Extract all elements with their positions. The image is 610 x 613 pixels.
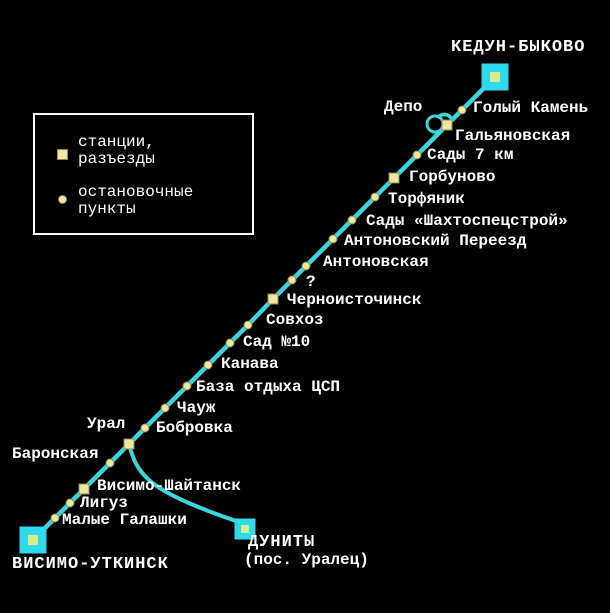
stop-dot-marker xyxy=(65,498,75,508)
terminal-marker-inner xyxy=(490,72,500,82)
station-label: Гальяновская xyxy=(455,127,571,145)
stop-dot-marker xyxy=(301,261,311,271)
terminal-marker-inner xyxy=(241,525,249,533)
legend-stations-label: станции, разъезды xyxy=(78,133,155,168)
stop-dot-marker xyxy=(243,320,253,330)
stop-dot-marker xyxy=(203,360,213,370)
station-square-marker xyxy=(388,172,400,184)
station-label: Антоновский Переезд xyxy=(344,232,527,250)
stop-dot-marker xyxy=(105,458,115,468)
stop-dot-marker xyxy=(328,234,338,244)
station-label: Сады «Шахтоспецстрой» xyxy=(366,212,568,230)
station-label: Висимо-Шайтанск xyxy=(97,477,242,495)
stop-dot-marker xyxy=(370,192,380,202)
station-square-marker xyxy=(78,483,90,495)
stop-dot-marker xyxy=(347,215,357,225)
legend-stops-label: остановочные пункты xyxy=(78,183,194,218)
station-label: Чауж xyxy=(177,399,216,417)
station-label: Баронская xyxy=(12,445,99,463)
station-label: Бобровка xyxy=(156,419,233,437)
station-label: Черноисточинск xyxy=(287,291,422,309)
station-label: Голый Камень xyxy=(473,99,589,117)
terminal-sublabel: (пос. Уралец) xyxy=(244,551,369,569)
terminal-marker-inner xyxy=(28,535,38,545)
branch-rail-line xyxy=(127,443,237,523)
station-label: Урал xyxy=(87,415,126,433)
stop-dot-marker xyxy=(457,105,467,115)
station-square-marker xyxy=(267,293,279,305)
stop-dot-marker xyxy=(225,338,235,348)
stop-dot-marker xyxy=(412,150,422,160)
terminal-label: ВИСИМО-УТКИНСК xyxy=(12,555,169,574)
station-label: База отдыха ЦСП xyxy=(196,378,341,396)
station-label: Совхоз xyxy=(266,311,324,329)
station-label: Горбуново xyxy=(409,168,496,186)
stop-dot-marker xyxy=(182,381,192,391)
stop-dot-marker xyxy=(50,513,60,523)
station-square-marker xyxy=(123,438,135,450)
station-label: Сады 7 км xyxy=(427,146,514,164)
legend: станции, разъезды остановочные пункты xyxy=(33,113,254,235)
station-label: Сад №10 xyxy=(243,333,311,351)
stop-dot-marker xyxy=(160,403,170,413)
station-label: Канава xyxy=(221,355,279,373)
station-label: Лигуз xyxy=(80,494,129,512)
station-label: Малые Галашки xyxy=(62,511,187,529)
stop-dot-marker xyxy=(287,275,297,285)
stop-dot-icon xyxy=(58,195,67,204)
station-label: Торфяник xyxy=(388,190,465,208)
terminal-label: КЕДУН-БЫКОВО xyxy=(451,38,586,57)
station-square-icon xyxy=(57,149,68,160)
station-label: Антоновская xyxy=(323,253,429,271)
station-square-marker xyxy=(441,119,453,131)
depot-label: Депо xyxy=(384,98,423,116)
terminal-label: ДУНИТЫ xyxy=(248,533,316,552)
stop-dot-marker xyxy=(140,423,150,433)
station-label: ? xyxy=(306,273,316,291)
